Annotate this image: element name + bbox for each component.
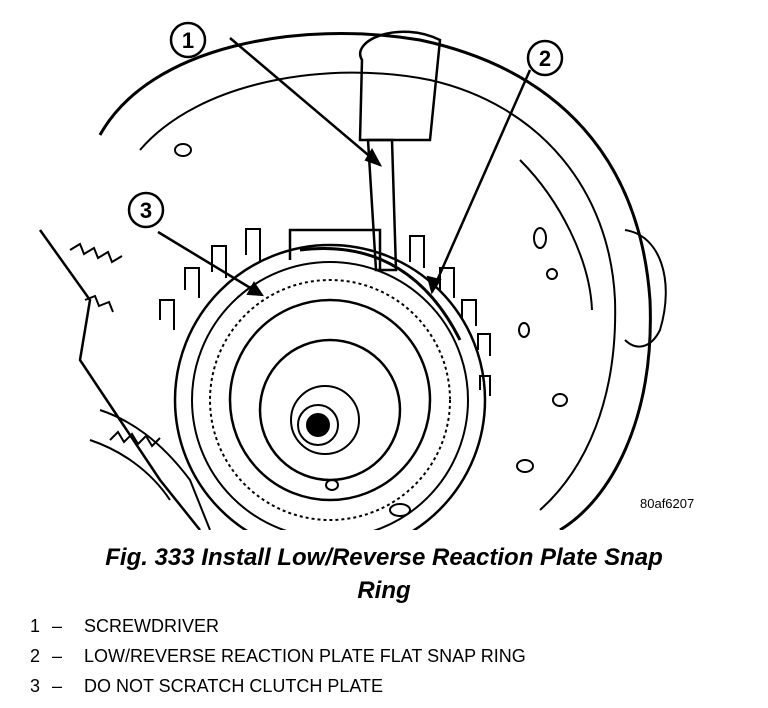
legend-text: LOW/REVERSE REACTION PLATE FLAT SNAP RIN… (84, 646, 526, 666)
clutch-pack-outer (173, 243, 487, 530)
legend-dash: – (52, 676, 63, 696)
callout-1-leader (229, 37, 381, 166)
legend: 1 – SCREWDRIVER 2 – LOW/REVERSE REACTION… (30, 616, 526, 706)
legend-item: 3 – DO NOT SCRATCH CLUTCH PLATE (30, 676, 526, 706)
callout-2-label: 2 (539, 46, 551, 71)
callout-1-circle (169, 21, 207, 59)
hub (228, 298, 432, 502)
case-hole (174, 143, 192, 157)
callout-3-circle (127, 191, 165, 229)
legend-text: DO NOT SCRATCH CLUTCH PLATE (84, 676, 384, 696)
figure-code: 80af6207 (640, 496, 695, 511)
right-lobe (624, 229, 667, 348)
left-bracket (38, 229, 201, 530)
legend-number: 1 (30, 616, 41, 636)
legend-item: 2 – LOW/REVERSE REACTION PLATE FLAT SNAP… (30, 646, 526, 676)
legend-item: 1 – SCREWDRIVER (30, 616, 526, 646)
case-inner-rim (139, 71, 617, 511)
callout-1-label: 1 (182, 28, 194, 53)
figure-caption-line-1: Fig. 333 Install Low/Reverse Reaction Pl… (105, 544, 663, 571)
callout-3-leader (157, 230, 263, 297)
snap-ring (299, 247, 462, 341)
legend-text: SCREWDRIVER (84, 616, 220, 636)
legend-number: 2 (30, 646, 41, 666)
clutch-tabs (159, 228, 491, 396)
figure-caption-line-2: Ring (357, 577, 411, 604)
case-outline (98, 32, 652, 530)
legend-dash: – (52, 646, 63, 666)
legend-dash: – (52, 616, 63, 636)
legend-number: 3 (30, 676, 41, 696)
callout-2-circle (526, 39, 564, 77)
callout-2-leader (430, 69, 532, 293)
transmission-illustration: 1 2 3 (38, 21, 667, 530)
callout-3-label: 3 (140, 198, 152, 223)
